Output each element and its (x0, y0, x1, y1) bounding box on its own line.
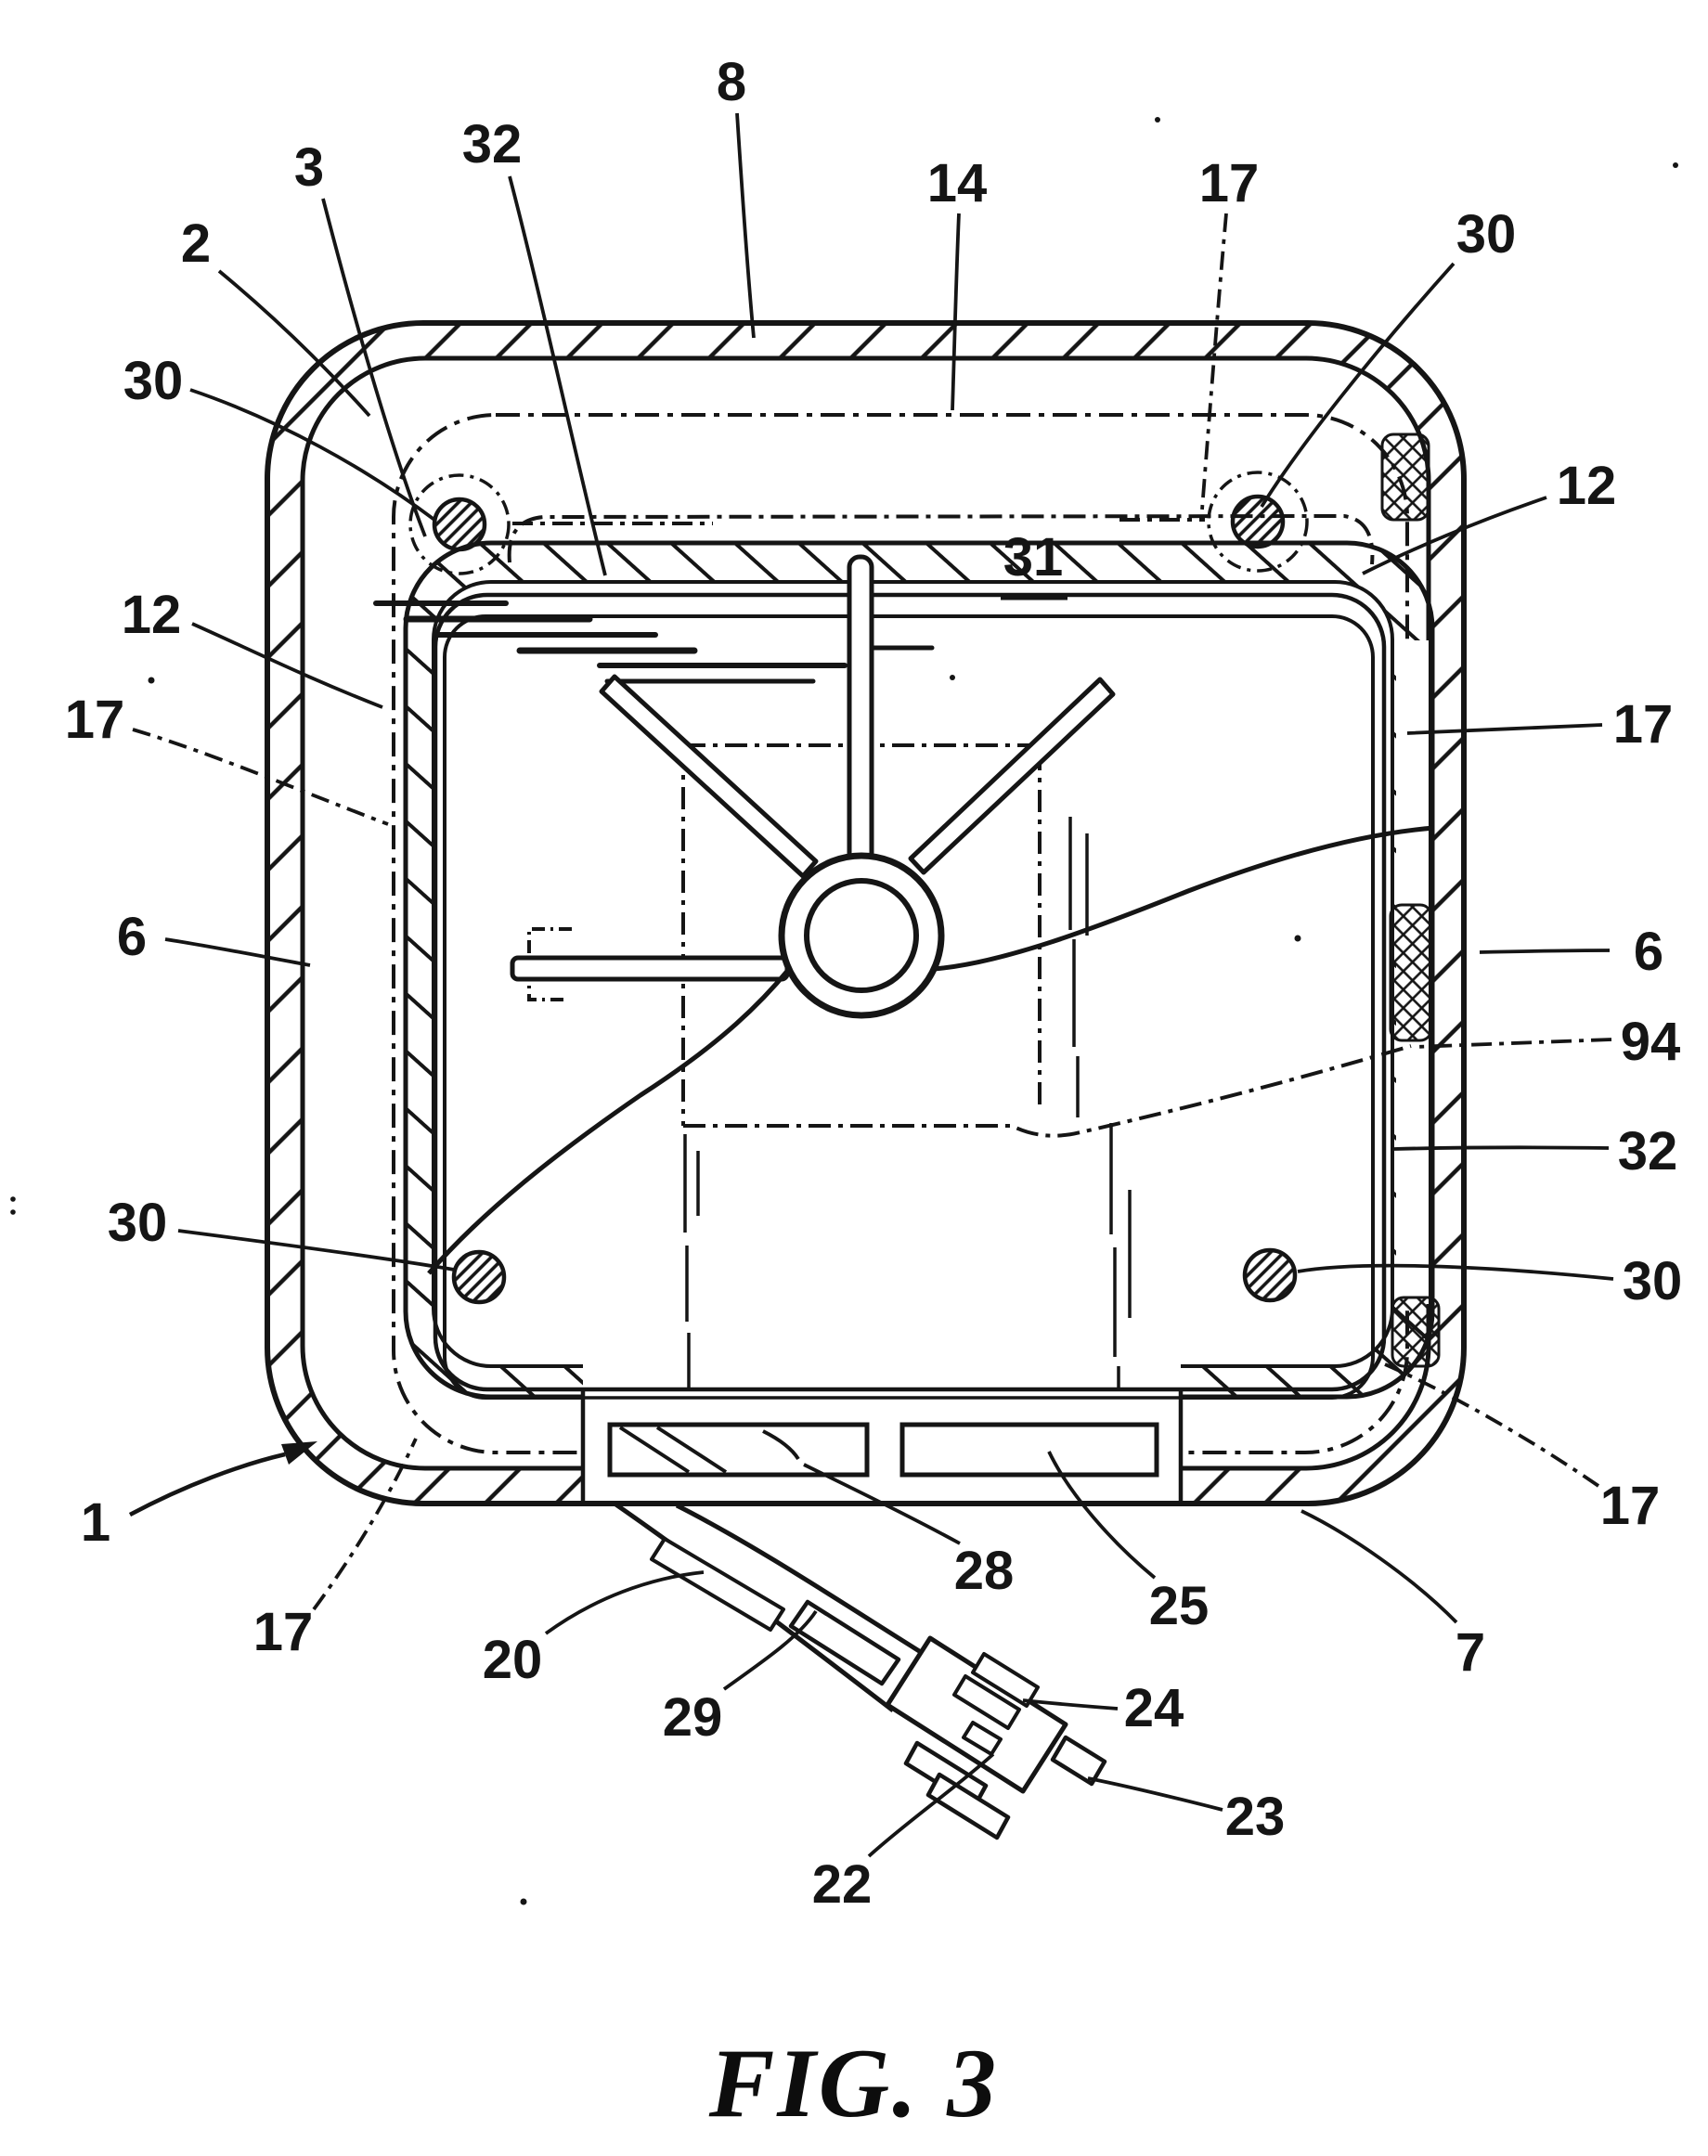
ref-label-30-bottom-left: 30 (108, 1193, 168, 1253)
leader-17-left (132, 728, 389, 826)
ref-label-17-left: 17 (65, 690, 125, 750)
ref-label-17-right: 17 (1613, 694, 1674, 755)
ref-label-25: 25 (1149, 1576, 1210, 1636)
ref-label-20: 20 (483, 1630, 543, 1690)
outer-wall-inner-line (300, 355, 1431, 1471)
ref-label-6-left: 6 (117, 907, 147, 967)
bottom-rail (580, 1364, 1184, 1502)
ref-label-24: 24 (1124, 1678, 1184, 1738)
leader-17-bottom-right (1384, 1362, 1600, 1488)
leader-24 (1022, 1698, 1119, 1711)
leader-17-bottom-left (312, 1438, 418, 1611)
inner-wall-line-outer (433, 592, 1387, 1392)
seal-patches (1380, 432, 1441, 1368)
rail-slot-left (607, 1422, 870, 1478)
connector-contact-bar (971, 1652, 1040, 1708)
leader-20 (544, 1570, 705, 1635)
hub-rods (510, 554, 1116, 982)
leader-17-top (1200, 213, 1228, 510)
cable-seen-through-slot (618, 1426, 800, 1474)
hidden-belt-edges (683, 817, 1132, 1388)
scan-specks (10, 117, 1678, 1905)
leader-12-left (191, 622, 383, 709)
leader-32-right (1393, 1145, 1610, 1151)
ref-label-14: 14 (927, 153, 988, 213)
ref-label-6-right: 6 (1634, 922, 1663, 982)
ref-label-32-right: 32 (1618, 1121, 1678, 1181)
ref-label-32-top: 32 (462, 114, 523, 174)
screw-top-right (1119, 471, 1309, 573)
cable-window-long (650, 1537, 785, 1632)
leader-29 (722, 1609, 818, 1691)
ref-label-17-top: 17 (1199, 153, 1260, 213)
leader-2 (217, 269, 371, 418)
ref-label-30-top-right: 30 (1456, 204, 1517, 265)
center-hub (778, 852, 945, 1019)
screw-top-left (408, 473, 713, 575)
leader-30-bottom-right (1297, 1263, 1614, 1281)
ref-label-30-top-left: 30 (123, 351, 184, 411)
leader-32-top (508, 175, 607, 576)
rail-slot-right (899, 1422, 1159, 1478)
rod-horizontal (510, 955, 790, 982)
ref-label-94: 94 (1621, 1012, 1681, 1072)
ref-label-29: 29 (663, 1687, 723, 1748)
leader-25 (1047, 1451, 1157, 1580)
ref-label-7: 7 (1456, 1622, 1485, 1683)
ref-label-2: 2 (181, 213, 211, 274)
connector-contact-bar (952, 1674, 1021, 1730)
ref-label-8: 8 (717, 52, 746, 112)
leader-lines (132, 112, 1614, 1858)
ref-label-3: 3 (294, 137, 324, 198)
housing-outer-edge (265, 320, 1467, 1506)
figure-title: FIG. 3 (708, 2029, 1000, 2137)
break-line (427, 825, 1435, 1275)
leader-17-right (1406, 723, 1603, 735)
ref-label-17-bottom-right: 17 (1600, 1476, 1661, 1536)
rod-end-bracket (527, 927, 572, 1001)
ref-label-31: 31 (1003, 527, 1064, 587)
leader-3 (321, 198, 427, 537)
leader-28 (803, 1463, 961, 1545)
leader-30-top-right (1260, 262, 1456, 509)
ref-label-22: 22 (812, 1854, 873, 1915)
leader-6-left (164, 937, 311, 967)
ref-label-23: 23 (1225, 1787, 1286, 1847)
ref-label-1: 1 (81, 1492, 110, 1553)
ref-label-17-bottom-left: 17 (253, 1602, 314, 1662)
rod-left-diagonal (599, 674, 819, 879)
screw-bottom-right (1242, 1247, 1298, 1303)
ref-label-12-left: 12 (122, 585, 182, 645)
leader-7 (1300, 1509, 1458, 1624)
leader-30-top-left (189, 388, 436, 522)
leader-12-right (1362, 496, 1547, 575)
rod-vertical (847, 554, 874, 866)
ref-label-28: 28 (954, 1541, 1015, 1601)
leader-6-right (1479, 949, 1611, 954)
connector-pin-23 (1050, 1735, 1107, 1787)
cable-window-29 (788, 1599, 901, 1686)
cable-tail-assembly (613, 1501, 1107, 1840)
reference-arrow-1 (128, 1441, 317, 1517)
inner-wall-line-inner (443, 614, 1375, 1400)
leader-22 (867, 1752, 995, 1858)
phantom-line-top (507, 513, 1375, 565)
leader-30-bottom-left (177, 1229, 455, 1272)
leader-8 (735, 112, 756, 339)
ref-label-30-bottom-right: 30 (1623, 1251, 1683, 1311)
cable-edge-upper (675, 1503, 938, 1664)
leader-14 (951, 213, 961, 411)
leader-94 (1414, 1038, 1612, 1049)
leader-23 (1087, 1776, 1223, 1812)
rod-right-diagonal (908, 677, 1116, 875)
ref-label-12-right: 12 (1557, 456, 1617, 516)
screw-bottom-left (451, 1249, 507, 1305)
